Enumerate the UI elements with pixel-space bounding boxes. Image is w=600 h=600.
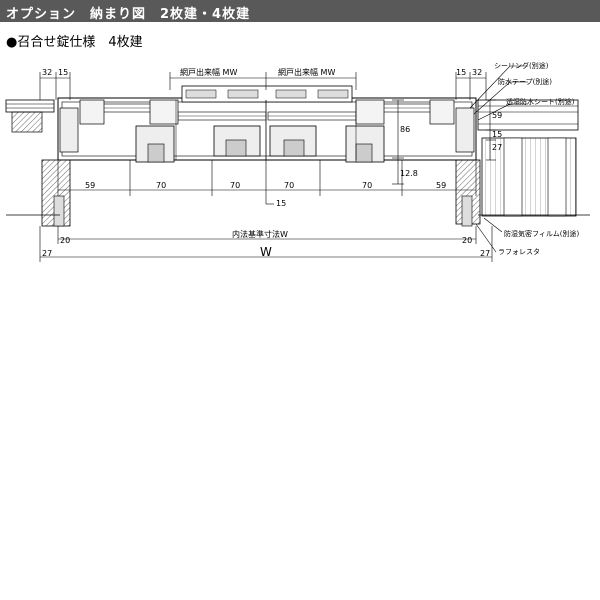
note-airtight-film: 防湿気密フィルム(別途) (504, 229, 579, 238)
dim-59-right: 59 (436, 181, 446, 190)
header-bar: オプション 納まり図 2枚建・4枚建 (0, 0, 600, 22)
dim-left-32: 32 (42, 68, 52, 77)
dim-inner-width: 内法基準寸法W (232, 229, 288, 239)
note-lath: ラフォレスタ (498, 247, 540, 256)
dimension-lines (39, 65, 528, 262)
dim-70-2: 70 (230, 181, 240, 190)
dim-overall-w: W (260, 245, 272, 259)
dim-right-59: 59 (492, 111, 502, 120)
dim-15-center: 15 (276, 199, 286, 208)
dim-right-12-8: 12.8 (400, 169, 418, 178)
note-sealing: シーリング(別途) (494, 61, 549, 70)
dim-right-27b: 27 (480, 249, 490, 258)
dim-right-32: 32 (472, 68, 482, 77)
left-wall (5, 99, 71, 227)
dim-70-3: 70 (284, 181, 294, 190)
dim-right-20: 20 (462, 236, 472, 245)
window-frame (57, 85, 477, 163)
dim-right-86: 86 (400, 125, 410, 134)
dim-left-15: 15 (58, 68, 68, 77)
dim-70-1: 70 (156, 181, 166, 190)
dim-70-4: 70 (362, 181, 372, 190)
right-wall (455, 99, 590, 227)
material-annotations: シーリング(別途) 防水テープ(別途) 透湿防水シート(別途) 防湿気密フィルム… (494, 61, 579, 256)
dim-screen-mw-right: 網戸出来幅 MW (278, 67, 335, 77)
note-waterproof-tape: 防水テープ(別途) (498, 77, 552, 86)
dim-59-left: 59 (85, 181, 95, 190)
dim-right-27: 27 (492, 143, 502, 152)
dimension-labels: 32 15 15 32 網戸出来幅 MW 網戸出来幅 MW 59 70 70 7… (42, 67, 502, 259)
dim-left-27: 27 (42, 249, 52, 258)
dim-screen-mw-left: 網戸出来幅 MW (180, 67, 237, 77)
section-subtitle: ●召合せ錠仕様 4枚建 (6, 35, 143, 50)
dim-right-15: 15 (456, 68, 466, 77)
dim-left-20: 20 (60, 236, 70, 245)
note-breathable-sheet: 透湿防水シート(別途) (506, 97, 575, 106)
page-title: オプション 納まり図 2枚建・4枚建 (6, 7, 251, 22)
dim-right-15b: 15 (492, 130, 502, 139)
